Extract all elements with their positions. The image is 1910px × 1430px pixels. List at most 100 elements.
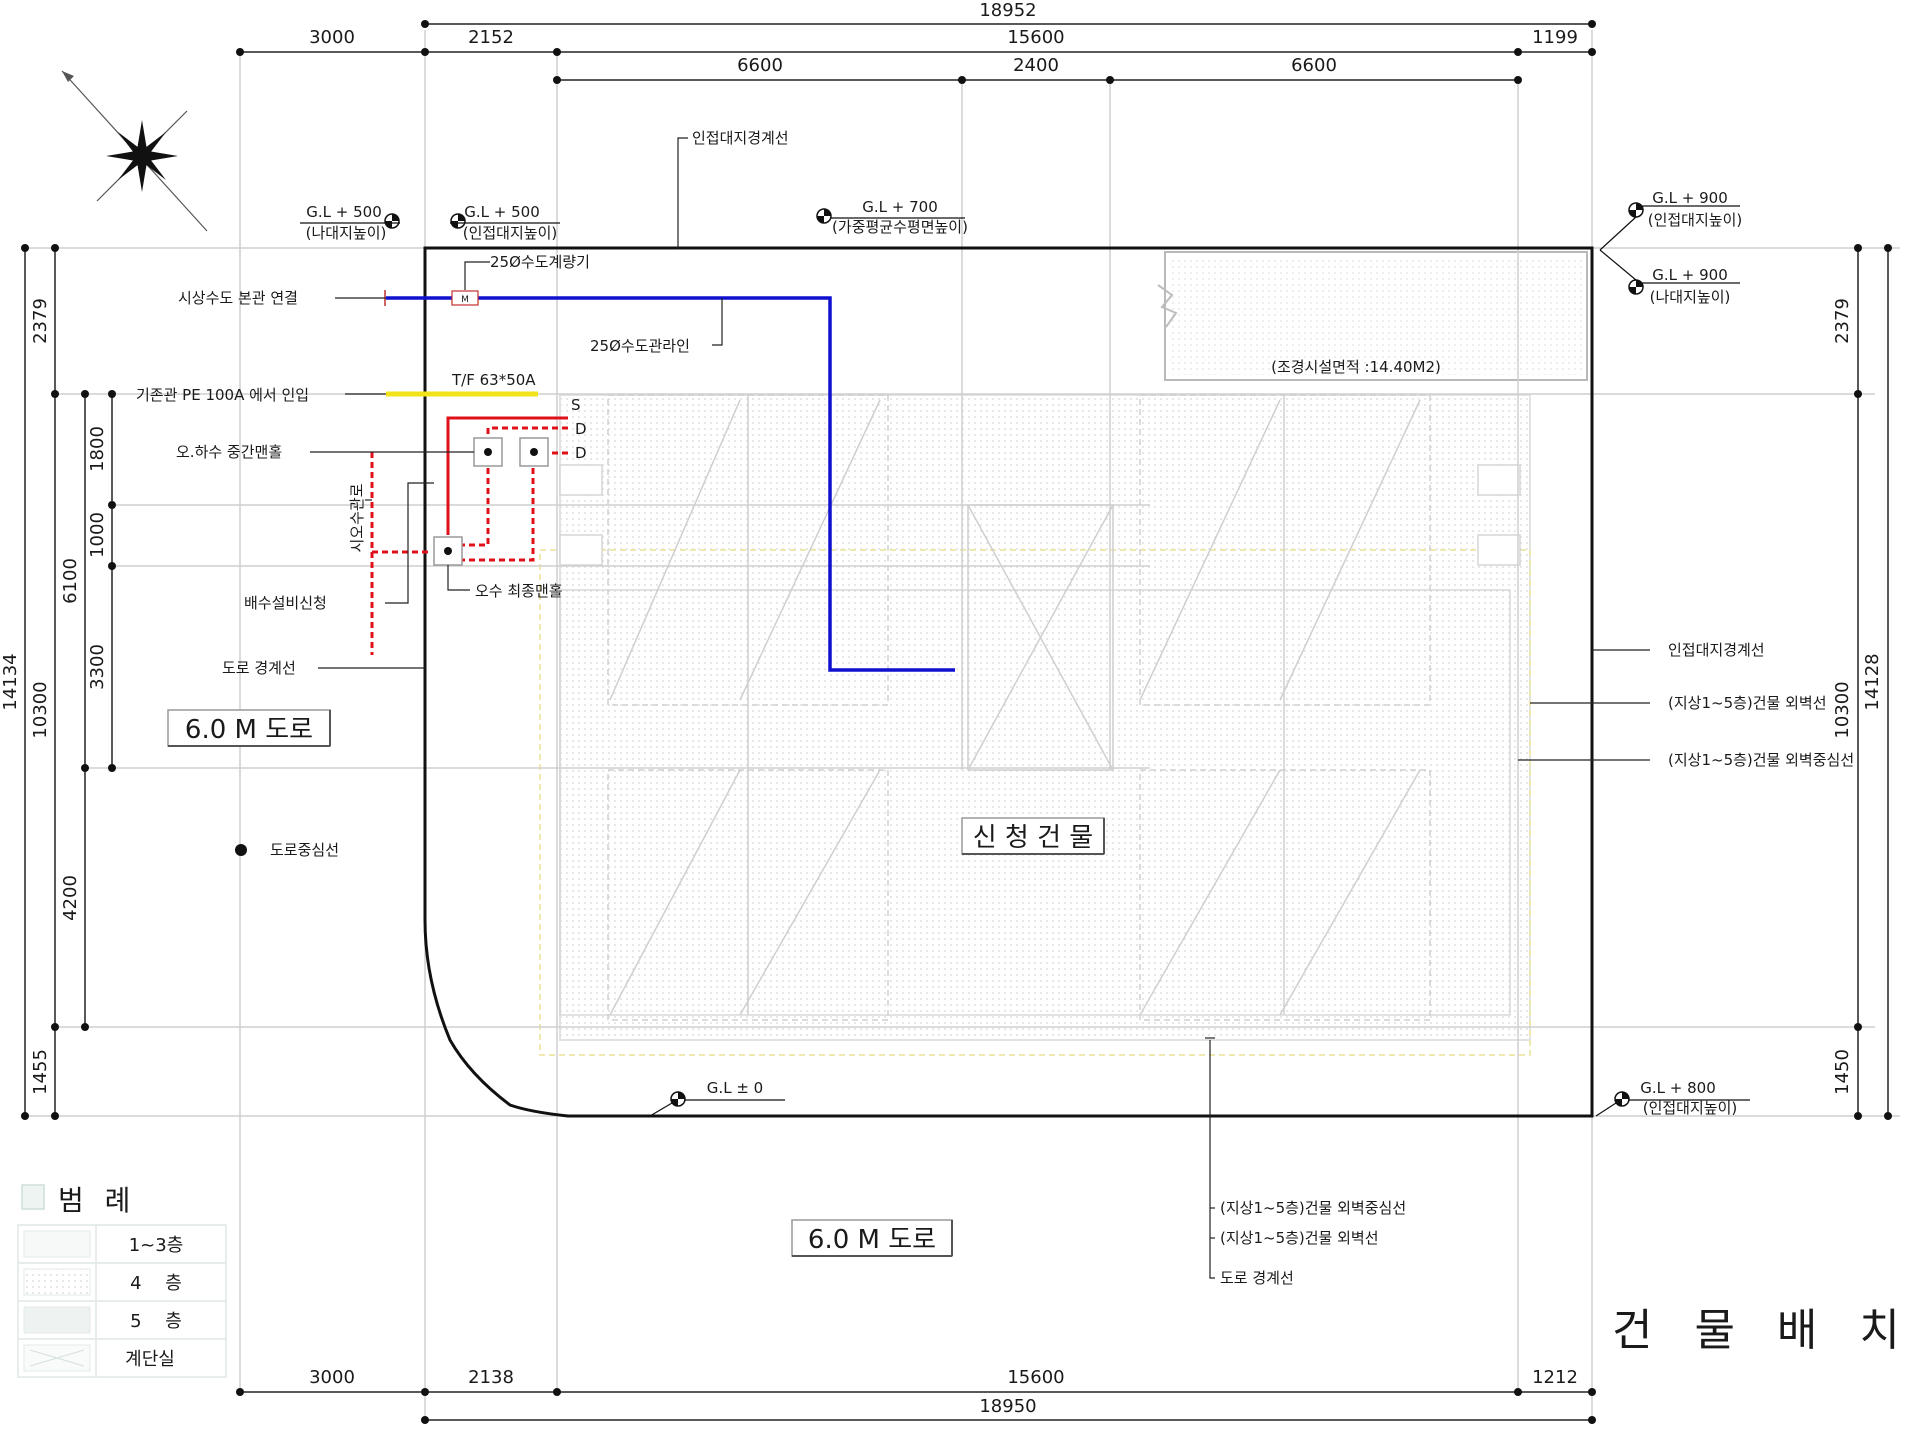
level-7-main: G.L + 800	[1640, 1079, 1715, 1097]
top-dimensions	[236, 20, 1596, 84]
legend-item-1: 1~3층	[129, 1235, 184, 1256]
manhole-icon	[519, 437, 549, 467]
note-adjacent-boundary-right: 인접대지경계선	[1668, 641, 1765, 659]
legend-item-2: 4 층	[130, 1273, 182, 1294]
note-gas-intake: 기존관 PE 100A 에서 인입	[136, 386, 309, 404]
leader-lines	[310, 137, 1650, 1279]
legend-swatch-1	[23, 1230, 91, 1258]
note-manhole-final: 오수 최종맨홀	[475, 582, 563, 600]
leader-dots	[235, 844, 247, 856]
note-road-boundary-bottom: 도로 경계선	[1220, 1269, 1294, 1287]
level-3-main: G.L + 700	[862, 198, 937, 216]
level-marker-icon	[1599, 202, 1740, 251]
north-arrow-icon	[61, 70, 208, 232]
dim-top-4: 1199	[1532, 27, 1578, 48]
pipe-s-label: S	[571, 396, 581, 414]
level-5-main: G.L + 900	[1652, 266, 1727, 284]
right-dimensions	[1854, 244, 1892, 1120]
dim-top-6: 2400	[1013, 55, 1059, 76]
road-bottom-text: 6.0 M 도로	[808, 1225, 936, 1255]
level-1-main: G.L + 500	[306, 203, 381, 221]
dim-right-total: 14128	[1862, 653, 1883, 710]
note-adjacent-boundary-top: 인접대지경계선	[692, 129, 789, 147]
note-water-line: 25Ø수도관라인	[590, 337, 690, 355]
left-dimensions	[21, 244, 116, 1120]
landscape-area-label: (조경시설면적 :14.40M2)	[1271, 358, 1441, 376]
level-4-sub: (인접대지높이)	[1648, 211, 1743, 229]
building-label: 신 청 건 물	[961, 817, 1105, 855]
dim-bottom-3: 15600	[1007, 1367, 1064, 1388]
site-boundary	[423, 246, 1594, 1118]
level-2-main: G.L + 500	[464, 203, 539, 221]
building-footprint	[539, 394, 1531, 1056]
level-6-main: G.L ± 0	[707, 1079, 763, 1097]
dim-top-1: 3000	[309, 27, 355, 48]
legend-title: 범 례	[58, 1184, 136, 1217]
note-drain-apply: 배수설비신청	[244, 594, 327, 612]
dim-left-5: 4200	[60, 875, 81, 921]
level-4-main: G.L + 900	[1652, 189, 1727, 207]
sewer-line	[370, 416, 568, 655]
note-sewer-pipe: 시오수관로	[348, 483, 366, 552]
level-marker-icon	[300, 213, 400, 229]
dim-top-5: 6600	[737, 55, 783, 76]
level-2-sub: (인접대지높이)	[463, 224, 558, 242]
legend-item-4: 계단실	[125, 1349, 175, 1370]
note-road-center: 도로중심선	[270, 841, 339, 859]
level-5-sub: (나대지높이)	[1650, 288, 1731, 306]
dim-left-3: 1455	[30, 1049, 51, 1095]
dim-left-1: 2379	[30, 298, 51, 344]
svg-text:M: M	[461, 295, 469, 305]
level-marker-icon	[816, 208, 965, 224]
water-line: M	[384, 290, 955, 672]
legend-swatch-4	[23, 1344, 91, 1372]
dim-left-7: 1000	[87, 512, 108, 558]
dim-bottom-4: 1212	[1532, 1367, 1578, 1388]
road-label-left: 6.0 M 도로	[167, 709, 331, 747]
manhole-icon	[433, 536, 463, 566]
level-marker-icon	[450, 213, 560, 229]
pipe-d1-label: D	[575, 420, 587, 438]
building-label-text: 신 청 건 물	[973, 823, 1093, 853]
dim-top-total: 18952	[979, 0, 1036, 21]
dim-bottom-total: 18950	[979, 1396, 1036, 1417]
dim-left-total: 14134	[0, 653, 21, 710]
level-marker-icon	[1595, 1091, 1750, 1117]
dim-bottom-2: 2138	[468, 1367, 514, 1388]
dim-right-1: 2379	[1832, 298, 1853, 344]
note-manhole-mid: 오.하수 중간맨홀	[176, 443, 282, 461]
dim-right-3: 1450	[1832, 1049, 1853, 1095]
note-wall-center-bottom: (지상1~5층)건물 외벽중심선	[1220, 1199, 1406, 1217]
legend-swatch-3	[23, 1306, 91, 1334]
drawing-title: 건 물 배 치 도	[1612, 1305, 1910, 1356]
level-1-sub: (나대지높이)	[306, 224, 387, 242]
level-marker-icon	[1599, 249, 1740, 295]
legend-item-3: 5 층	[130, 1311, 182, 1332]
dim-left-6: 1800	[87, 426, 108, 472]
legend-swatch-2	[23, 1268, 91, 1296]
dim-left-8: 3300	[87, 644, 108, 690]
note-wall-line-bottom: (지상1~5층)건물 외벽선	[1220, 1229, 1379, 1247]
level-7-sub: (인접대지높이)	[1643, 1099, 1738, 1117]
manhole-icon	[473, 437, 503, 467]
dim-left-4: 6100	[60, 558, 81, 604]
note-water-meter: 25Ø수도계량기	[490, 253, 590, 271]
dim-left-2: 10300	[30, 681, 51, 738]
note-water-main: 시상수도 본관 연결	[178, 289, 298, 307]
pipe-d2-label: D	[575, 444, 587, 462]
note-road-boundary-left: 도로 경계선	[222, 659, 296, 677]
level-3-sub: (가중평균수평면높이)	[832, 218, 968, 236]
note-tf: T/F 63*50A	[451, 371, 536, 389]
note-wall-center-right: (지상1~5층)건물 외벽중심선	[1668, 751, 1854, 769]
level-marker-icon	[649, 1091, 785, 1117]
legend: 범 례 1~3층 4 층 5 층 계단실	[17, 1184, 227, 1378]
road-label-bottom: 6.0 M 도로	[791, 1219, 953, 1257]
road-left-text: 6.0 M 도로	[185, 715, 313, 745]
note-wall-line-right: (지상1~5층)건물 외벽선	[1668, 694, 1827, 712]
dim-right-2: 10300	[1832, 681, 1853, 738]
dim-bottom-1: 3000	[309, 1367, 355, 1388]
dim-top-7: 6600	[1291, 55, 1337, 76]
dim-top-2: 2152	[468, 27, 514, 48]
bottom-dimensions	[236, 1388, 1596, 1424]
